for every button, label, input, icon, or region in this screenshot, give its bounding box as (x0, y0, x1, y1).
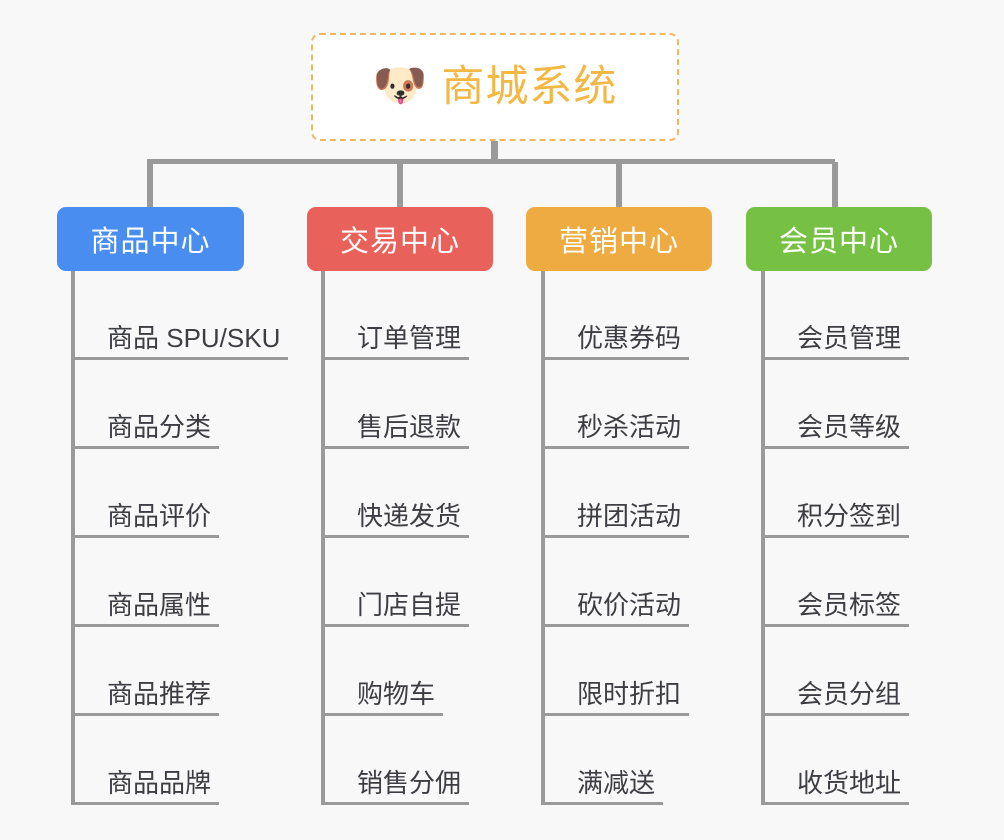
branch-node-member-center[interactable]: 会员中心 (746, 207, 932, 271)
leaf-node[interactable]: 销售分佣 (321, 716, 470, 805)
leaf-node-label: 销售分佣 (321, 769, 470, 805)
root-node[interactable]: 🐶 商城系统 (311, 33, 679, 141)
leaf-node[interactable]: 收货地址 (761, 716, 910, 805)
branch-drop-connector-4 (832, 162, 838, 207)
leaf-node-label: 售后退款 (321, 413, 470, 449)
leaf-node-label: 秒杀活动 (541, 413, 690, 449)
branch-drop-connector-3 (616, 162, 622, 207)
leaf-node[interactable]: 砍价活动 (541, 538, 690, 627)
leaf-node-label: 订单管理 (321, 324, 470, 360)
branch-label: 营销中心 (558, 226, 679, 258)
leaf-node[interactable]: 购物车 (321, 627, 444, 716)
root-title: 商城系统 (441, 62, 618, 111)
leaf-node[interactable]: 商品分类 (71, 360, 220, 449)
leaf-node-label: 积分签到 (761, 502, 910, 538)
leaf-node-label: 限时折扣 (541, 680, 690, 716)
leaf-node[interactable]: 商品品牌 (71, 716, 220, 805)
branch-label: 商品中心 (90, 226, 211, 258)
leaf-spine (761, 271, 765, 805)
leaf-node[interactable]: 商品评价 (71, 449, 220, 538)
branch-drop-connector-2 (397, 162, 403, 207)
leaf-node[interactable]: 售后退款 (321, 360, 470, 449)
branch-label: 会员中心 (778, 226, 899, 258)
leaf-node[interactable]: 积分签到 (761, 449, 910, 538)
leaf-node[interactable]: 拼团活动 (541, 449, 690, 538)
dog-face-icon: 🐶 (372, 61, 428, 110)
leaf-node-label: 快递发货 (321, 502, 470, 538)
leaf-node-label: 商品推荐 (71, 680, 220, 716)
leaf-node-label: 购物车 (321, 680, 444, 716)
branch-label: 交易中心 (339, 226, 460, 258)
leaf-node[interactable]: 商品属性 (71, 538, 220, 627)
branch-node-trade-center[interactable]: 交易中心 (307, 207, 493, 271)
leaf-node-label: 会员分组 (761, 680, 910, 716)
leaf-spine (321, 271, 325, 805)
leaf-node-label: 商品评价 (71, 502, 220, 538)
leaf-spine (541, 271, 545, 805)
leaf-node-label: 优惠券码 (541, 324, 690, 360)
leaf-node-label: 商品 SPU/SKU (71, 324, 289, 360)
leaf-node-label: 收货地址 (761, 769, 910, 805)
leaf-node-label: 会员管理 (761, 324, 910, 360)
leaf-node[interactable]: 会员分组 (761, 627, 910, 716)
branch-node-product-center[interactable]: 商品中心 (57, 207, 244, 271)
leaf-node-label: 商品分类 (71, 413, 220, 449)
leaf-node[interactable]: 快递发货 (321, 449, 470, 538)
leaf-node[interactable]: 商品推荐 (71, 627, 220, 716)
leaf-node[interactable]: 门店自提 (321, 538, 470, 627)
leaf-node[interactable]: 秒杀活动 (541, 360, 690, 449)
leaf-node-label: 满减送 (541, 769, 664, 805)
leaf-node-label: 会员等级 (761, 413, 910, 449)
root-stem-connector (491, 141, 498, 162)
leaf-node[interactable]: 满减送 (541, 716, 664, 805)
leaf-node[interactable]: 会员等级 (761, 360, 910, 449)
leaf-node-label: 商品品牌 (71, 769, 220, 805)
leaf-node[interactable]: 商品 SPU/SKU (71, 271, 289, 360)
branch-node-marketing-center[interactable]: 营销中心 (526, 207, 712, 271)
horizontal-bus-connector (147, 159, 835, 164)
leaf-node-label: 商品属性 (71, 591, 220, 627)
leaf-node[interactable]: 会员标签 (761, 538, 910, 627)
branch-drop-connector-1 (147, 162, 153, 207)
leaf-node-label: 会员标签 (761, 591, 910, 627)
leaf-node-label: 拼团活动 (541, 502, 690, 538)
leaf-node[interactable]: 优惠券码 (541, 271, 690, 360)
leaf-node[interactable]: 订单管理 (321, 271, 470, 360)
leaf-node[interactable]: 限时折扣 (541, 627, 690, 716)
leaf-node-label: 砍价活动 (541, 591, 690, 627)
leaf-spine (71, 271, 75, 805)
leaf-node[interactable]: 会员管理 (761, 271, 910, 360)
leaf-node-label: 门店自提 (321, 591, 470, 627)
